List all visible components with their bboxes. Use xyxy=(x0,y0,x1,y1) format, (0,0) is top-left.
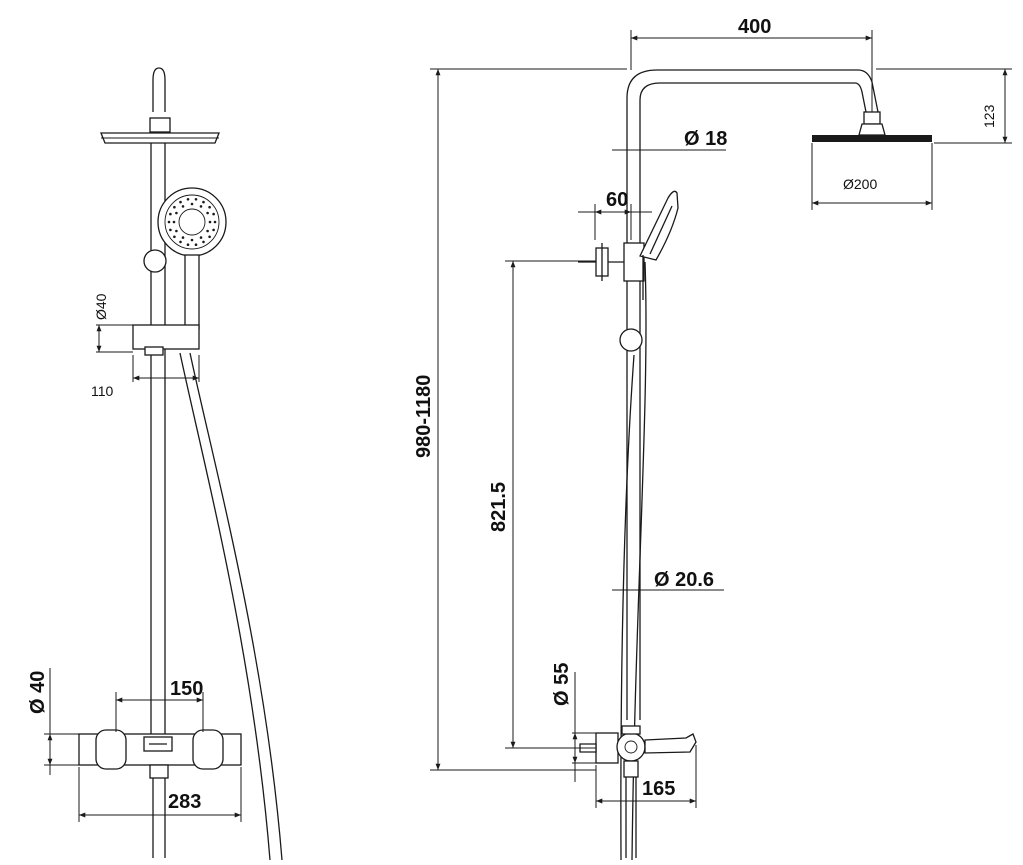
nozzle-dot xyxy=(186,243,190,246)
dim-head-drop: 123 xyxy=(981,104,997,128)
shower-arm-inner xyxy=(639,82,867,720)
nozzle-dot xyxy=(206,229,209,233)
dim-spout-projection: 165 xyxy=(642,778,675,800)
dim-mixer-dia: Ø 40 xyxy=(27,671,49,714)
hand-shower-head xyxy=(157,187,227,330)
dim-head-dia: Ø200 xyxy=(843,176,877,192)
nozzle-dot xyxy=(208,205,211,209)
front-view: Ø40 110 Ø 40 150 283 xyxy=(27,67,283,861)
nozzle-dot xyxy=(202,240,205,244)
nozzle-dot xyxy=(179,200,182,204)
holder-clip xyxy=(144,346,164,356)
nozzle-dot xyxy=(181,236,185,239)
nozzle-dot xyxy=(167,220,171,224)
nozzle-dot xyxy=(208,220,212,224)
hose-side-inner xyxy=(620,354,635,861)
handset-holder xyxy=(132,324,200,350)
hand-shower-side xyxy=(639,190,679,300)
nozzle-dot xyxy=(169,228,172,232)
slider-ball-side xyxy=(619,328,643,352)
dim-riser-dia: Ø 20.6 xyxy=(654,569,714,591)
dim-arm-pipe-dia: Ø 18 xyxy=(684,128,727,150)
nozzle-dot xyxy=(186,198,190,201)
nozzle-dot xyxy=(212,212,215,216)
dim-mixer-centers: 150 xyxy=(170,678,203,700)
nozzle-dot xyxy=(194,198,198,201)
slider-ball xyxy=(143,249,167,273)
overhead-shower-head xyxy=(100,117,220,144)
nozzle-dot xyxy=(202,200,205,204)
nozzle-dot xyxy=(173,235,176,239)
nozzle-dot xyxy=(212,228,215,232)
dim-riser-length: 821.5 xyxy=(488,482,510,532)
nozzle-dot xyxy=(206,211,209,215)
nozzle-dot xyxy=(208,235,211,239)
nozzle-dot xyxy=(190,202,194,206)
mixer-side xyxy=(579,725,697,778)
overhead-head-plate xyxy=(812,135,932,142)
dim-diverter-offset: 60 xyxy=(606,189,628,211)
nozzle-dot xyxy=(199,236,203,239)
head-connector xyxy=(858,123,886,136)
dim-total-height: 980-1180 xyxy=(413,375,435,458)
hose-outer xyxy=(189,352,283,861)
nozzle-dot xyxy=(213,220,217,224)
dim-handset-holder-dia: Ø40 xyxy=(93,293,109,320)
nozzle-dot xyxy=(179,240,182,244)
nozzle-dot xyxy=(199,205,203,208)
head-joint xyxy=(863,111,881,125)
hose-inner xyxy=(179,352,271,861)
nozzle-dot xyxy=(181,205,185,208)
dim-handset-holder-offset: 110 xyxy=(91,383,114,399)
dim-mixer-body-dia: Ø 55 xyxy=(551,663,573,706)
nozzle-dot xyxy=(172,220,176,224)
shower-arm-outer xyxy=(626,69,879,720)
nozzle-dot xyxy=(173,205,176,209)
dim-mixer-width: 283 xyxy=(168,791,201,813)
side-view: 400 123 Ø 18 Ø200 60 980-1180 821.5 xyxy=(413,16,1012,861)
nozzle-dot xyxy=(175,211,178,215)
thermostatic-mixer-bar xyxy=(78,729,242,779)
nozzle-dot xyxy=(169,212,172,216)
diverter xyxy=(578,242,645,282)
arm-stub xyxy=(152,67,166,112)
nozzle-dot xyxy=(175,229,178,233)
nozzle-dots xyxy=(167,198,217,246)
nozzle-dot xyxy=(190,238,194,242)
dim-arm-reach: 400 xyxy=(738,16,771,38)
nozzle-dot xyxy=(194,243,198,246)
